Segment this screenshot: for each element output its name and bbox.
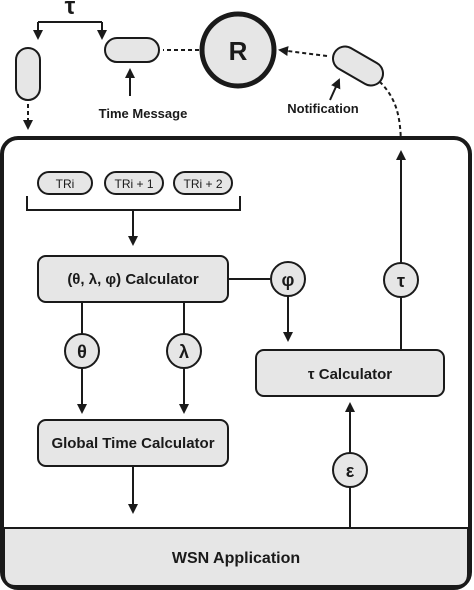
tr-chip-label: TRi + 1 (114, 177, 153, 191)
time-message-label: Time Message (99, 106, 188, 121)
tau-symbol: τ (397, 271, 405, 291)
lambda-symbol: λ (179, 342, 189, 362)
tau-interval-label: τ (65, 0, 76, 20)
tr-chip (37, 171, 93, 195)
theta-symbol: θ (77, 342, 87, 362)
tr-chip-list: TRi TRi + 1 TRi + 2 (37, 171, 233, 195)
notification-pointer (329, 78, 341, 101)
main-calculator-label: (θ, λ, φ) Calculator (67, 271, 199, 288)
time-message-pill (104, 37, 160, 63)
notification-label: Notification (287, 101, 359, 116)
global-time-calculator-label: Global Time Calculator (51, 435, 214, 452)
tau-interval-bracket (33, 21, 107, 40)
reference-node-r (199, 11, 277, 89)
wsn-application-block (3, 527, 469, 587)
reference-node-label: R (229, 36, 248, 66)
phi-symbol: φ (282, 270, 295, 290)
tau-calculator-block (255, 349, 445, 397)
epsilon-symbol: ε (346, 461, 355, 481)
wsn-application-label: WSN Application (172, 550, 300, 567)
notification-to-r-arrow (278, 46, 328, 57)
tr-chip (104, 171, 164, 195)
tau-calculator-label: τ Calculator (308, 366, 392, 383)
tr-chip-label: TRi (56, 177, 75, 191)
notification-pill (332, 45, 384, 87)
sent-message-pill (15, 47, 41, 101)
tr-chip-label: TRi + 2 (183, 177, 222, 191)
tr-chip (173, 171, 233, 195)
